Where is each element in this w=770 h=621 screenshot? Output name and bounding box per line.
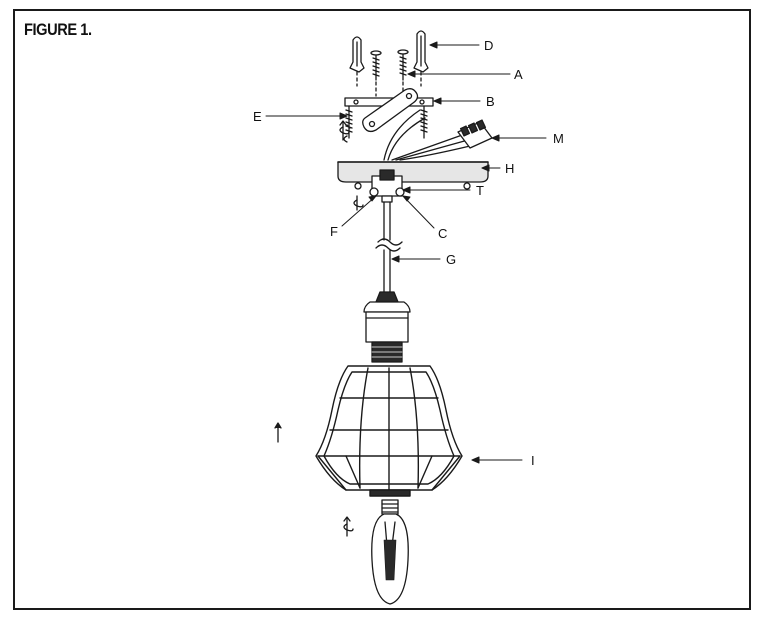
canopy	[337, 161, 489, 190]
rotate-arrow-icon	[339, 120, 350, 141]
wire-cage	[315, 365, 463, 497]
leader-lines	[265, 41, 547, 464]
cord	[375, 201, 403, 293]
screw-left	[370, 50, 382, 97]
label-m: M	[553, 131, 564, 146]
label-b: B	[486, 94, 495, 109]
label-c: C	[438, 226, 447, 241]
label-a: A	[514, 67, 523, 82]
label-t: T	[476, 183, 484, 198]
mounting-bracket	[344, 88, 434, 133]
label-f: F	[330, 224, 338, 239]
bulb	[371, 499, 409, 605]
cord-grip	[353, 169, 405, 211]
wall-plug-right	[413, 30, 429, 87]
label-g: G	[446, 252, 456, 267]
label-i: I	[531, 453, 535, 468]
wall-plug-left	[349, 36, 365, 87]
label-e: E	[253, 109, 262, 124]
label-d: D	[484, 38, 493, 53]
figure-title: FIGURE 1.	[24, 20, 92, 39]
lamp-holder	[363, 291, 411, 363]
bulb-rotate-arrow-icon	[343, 516, 354, 537]
supply-wires	[383, 109, 471, 161]
up-arrow-icon	[274, 422, 282, 443]
label-h: H	[505, 161, 514, 176]
terminal-block	[457, 119, 493, 149]
bracket-screw-right	[420, 105, 428, 139]
